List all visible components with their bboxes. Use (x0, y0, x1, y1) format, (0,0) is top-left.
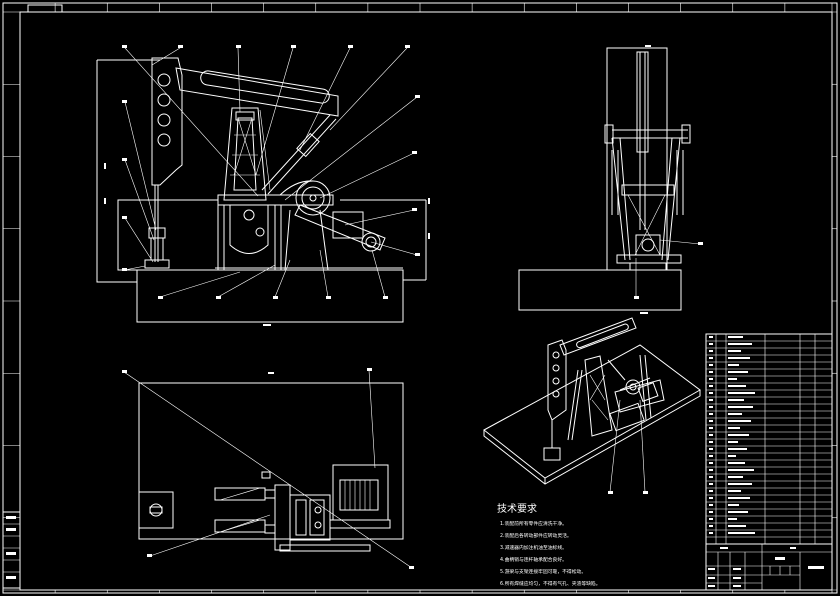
title-block (705, 543, 833, 591)
notes-title: 技术要求 (497, 502, 537, 515)
notes-item-2: 2.装配后各转动部件应转动灵活。 (500, 532, 572, 539)
side-view (518, 45, 703, 314)
isometric-view (483, 317, 701, 494)
notes-item-6: 6.所有焊缝应均匀，不得有气孔、夹渣等缺陷。 (500, 580, 601, 587)
parts-list (705, 333, 833, 545)
revision-strip (2, 511, 21, 589)
notes-item-1: 1.装配前所有零件应清洗干净。 (500, 520, 567, 527)
plan-view (122, 368, 414, 569)
notes-item-5: 5.游梁与支架连接牢固可靠，不得松动。 (500, 568, 586, 575)
notes-item-4: 4.曲柄销与连杆轴承配合良好。 (500, 556, 567, 563)
technical-notes: 技术要求 1.装配前所有零件应清洗干净。 2.装配后各转动部件应转动灵活。 3.… (497, 502, 601, 587)
front-view (96, 45, 430, 326)
notes-item-3: 3.减速器内加注机油至油标线。 (500, 544, 567, 551)
